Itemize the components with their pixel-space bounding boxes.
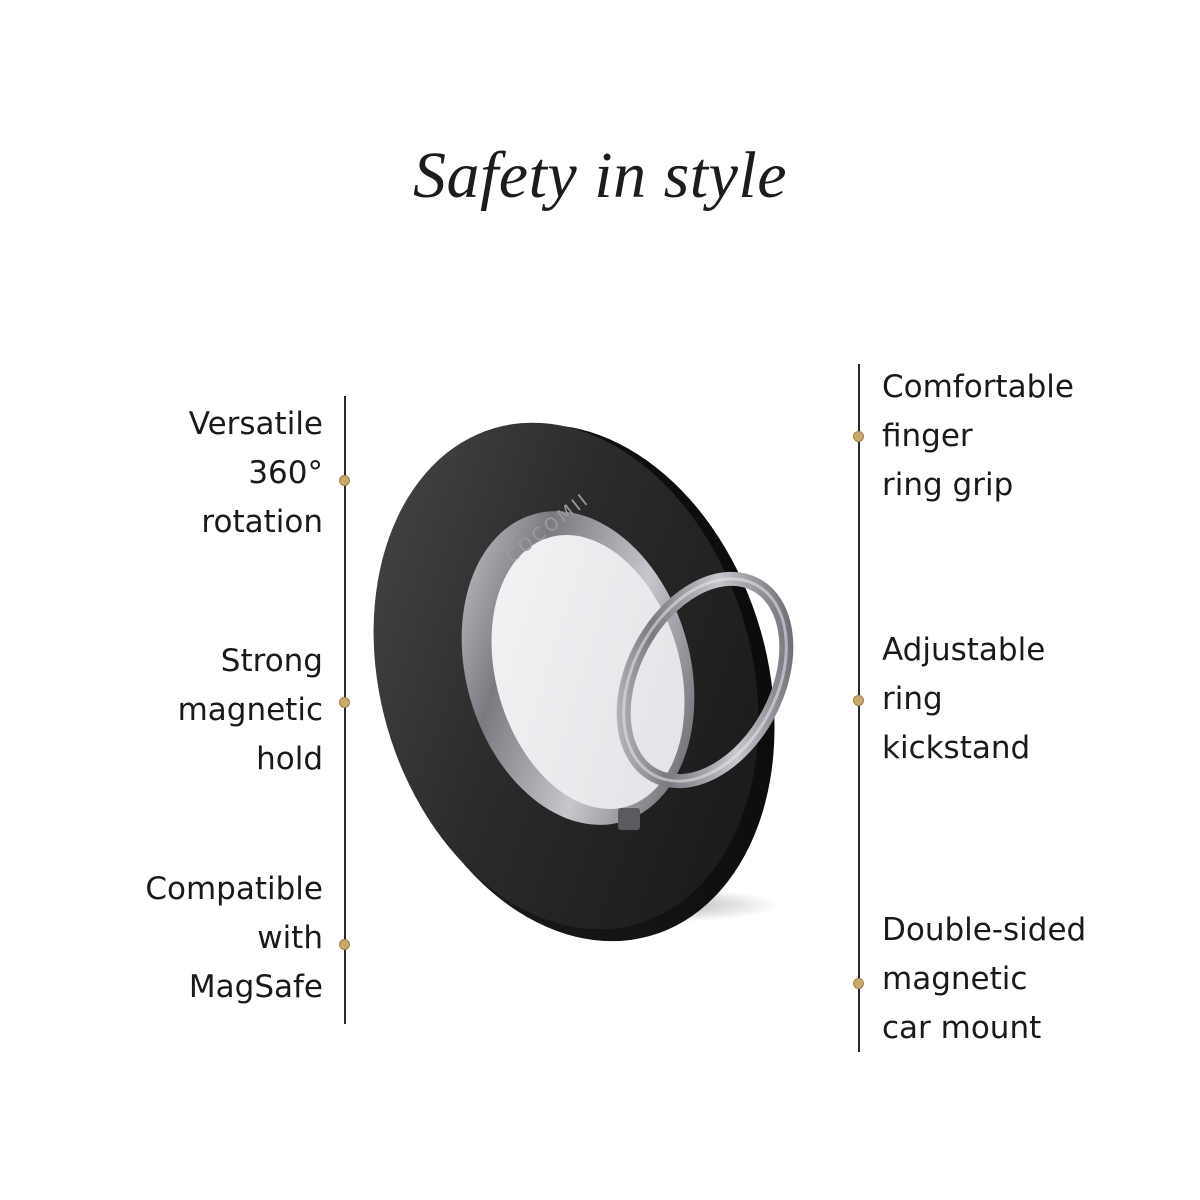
page-title: Safety in style [412, 139, 788, 212]
right-bullet-dot-3 [853, 978, 864, 989]
feature-car-mount: Double-sided magnetic car mount [882, 912, 1087, 1046]
feature-magsafe-compatible: Compatible with MagSafe [145, 871, 323, 1005]
right-divider-line [858, 364, 860, 1052]
ring-opening [491, 535, 685, 809]
right-bullet-dot-1 [853, 431, 864, 442]
feature-versatile-rotation: Versatile 360° rotation [188, 406, 323, 540]
left-bullet-dot-3 [339, 939, 350, 950]
feature-finger-ring-grip: Comfortable finger ring grip [882, 369, 1074, 503]
kickstand-hinge [618, 808, 640, 830]
feature-ring-kickstand: Adjustable ring kickstand [882, 632, 1046, 766]
left-divider-line [344, 396, 346, 1024]
right-bullet-dot-2 [853, 695, 864, 706]
left-bullet-dot-2 [339, 697, 350, 708]
finger-ring-highlight [622, 577, 788, 783]
feature-strong-magnetic-hold: Strong magnetic hold [177, 643, 323, 777]
magnetic-ring-holder-image: COCOMII [373, 422, 794, 942]
left-bullet-dot-1 [339, 475, 350, 486]
